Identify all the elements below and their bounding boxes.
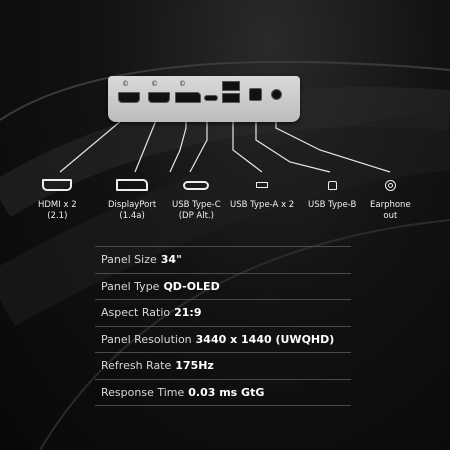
spec-list: Panel Size 34" Panel Type QD-OLED Aspect… — [95, 246, 351, 406]
usb-a-icon — [256, 182, 269, 188]
port-label-sub: (2.1) — [47, 211, 68, 221]
earphone-jack-port — [271, 89, 282, 100]
port-usb-b: USB Type-B — [308, 176, 356, 211]
spec-value: 0.03 ms GtG — [188, 385, 265, 399]
certification-mark: © — [151, 80, 158, 88]
displayport-icon — [116, 179, 149, 191]
port-usb-a: USB Type-A x 2 — [230, 176, 294, 211]
port-usb-c: USB Type-C(DP Alt.) — [172, 176, 221, 222]
port-label: USB Type-C — [172, 200, 221, 210]
certification-mark: © — [179, 80, 186, 88]
spec-row-panel-type: Panel Type QD-OLED — [95, 274, 351, 300]
spec-value: 34" — [160, 253, 182, 267]
displayport-port — [175, 92, 201, 103]
port-displayport: DisplayPort(1.4a) — [108, 176, 156, 222]
spec-label: Refresh Rate — [101, 359, 172, 373]
port-label: USB Type-A x 2 — [230, 200, 295, 210]
earphone-jack-icon — [384, 179, 396, 191]
hdmi-port-1 — [118, 92, 140, 103]
port-label: Earphone — [370, 200, 411, 210]
io-port-panel: © © © — [108, 76, 300, 122]
certification-mark: © — [122, 80, 129, 88]
spec-row-resolution: Panel Resolution 3440 x 1440 (UWQHD) — [95, 327, 351, 353]
hdmi-port-icon — [42, 179, 73, 191]
port-label-sub: out — [383, 211, 398, 221]
port-label: DisplayPort — [108, 200, 157, 210]
port-label-sub: (DP Alt.) — [178, 211, 214, 221]
spec-value: 3440 x 1440 (UWQHD) — [195, 332, 335, 346]
spec-label: Panel Resolution — [101, 332, 192, 346]
usb-c-icon — [183, 180, 210, 190]
usb-a-port-2 — [222, 93, 240, 103]
port-label: HDMI x 2 — [38, 200, 77, 210]
spec-row-refresh-rate: Refresh Rate 175Hz — [95, 353, 351, 380]
spec-label: Aspect Ratio — [101, 306, 171, 320]
spec-row-panel-size: Panel Size 34" — [95, 246, 351, 274]
spec-label: Panel Type — [101, 279, 160, 293]
usb-c-port — [204, 95, 218, 101]
spec-row-response-time: Response Time 0.03 ms GtG — [95, 380, 351, 406]
spec-value: 21:9 — [174, 306, 202, 320]
spec-value: 175Hz — [175, 359, 214, 373]
spec-value: QD-OLED — [163, 279, 220, 293]
usb-a-port-1 — [222, 81, 240, 91]
spec-label: Response Time — [101, 385, 185, 399]
port-label-sub: (1.4a) — [119, 211, 145, 221]
port-legend: HDMI x 2(2.1) DisplayPort(1.4a) USB Type… — [0, 176, 450, 236]
hdmi-port-2 — [148, 92, 170, 103]
spec-row-aspect-ratio: Aspect Ratio 21:9 — [95, 300, 351, 327]
spec-label: Panel Size — [101, 253, 157, 267]
usb-b-port — [249, 88, 262, 101]
port-hdmi: HDMI x 2(2.1) — [38, 176, 77, 222]
usb-b-icon — [327, 180, 337, 190]
port-label: USB Type-B — [308, 200, 357, 210]
